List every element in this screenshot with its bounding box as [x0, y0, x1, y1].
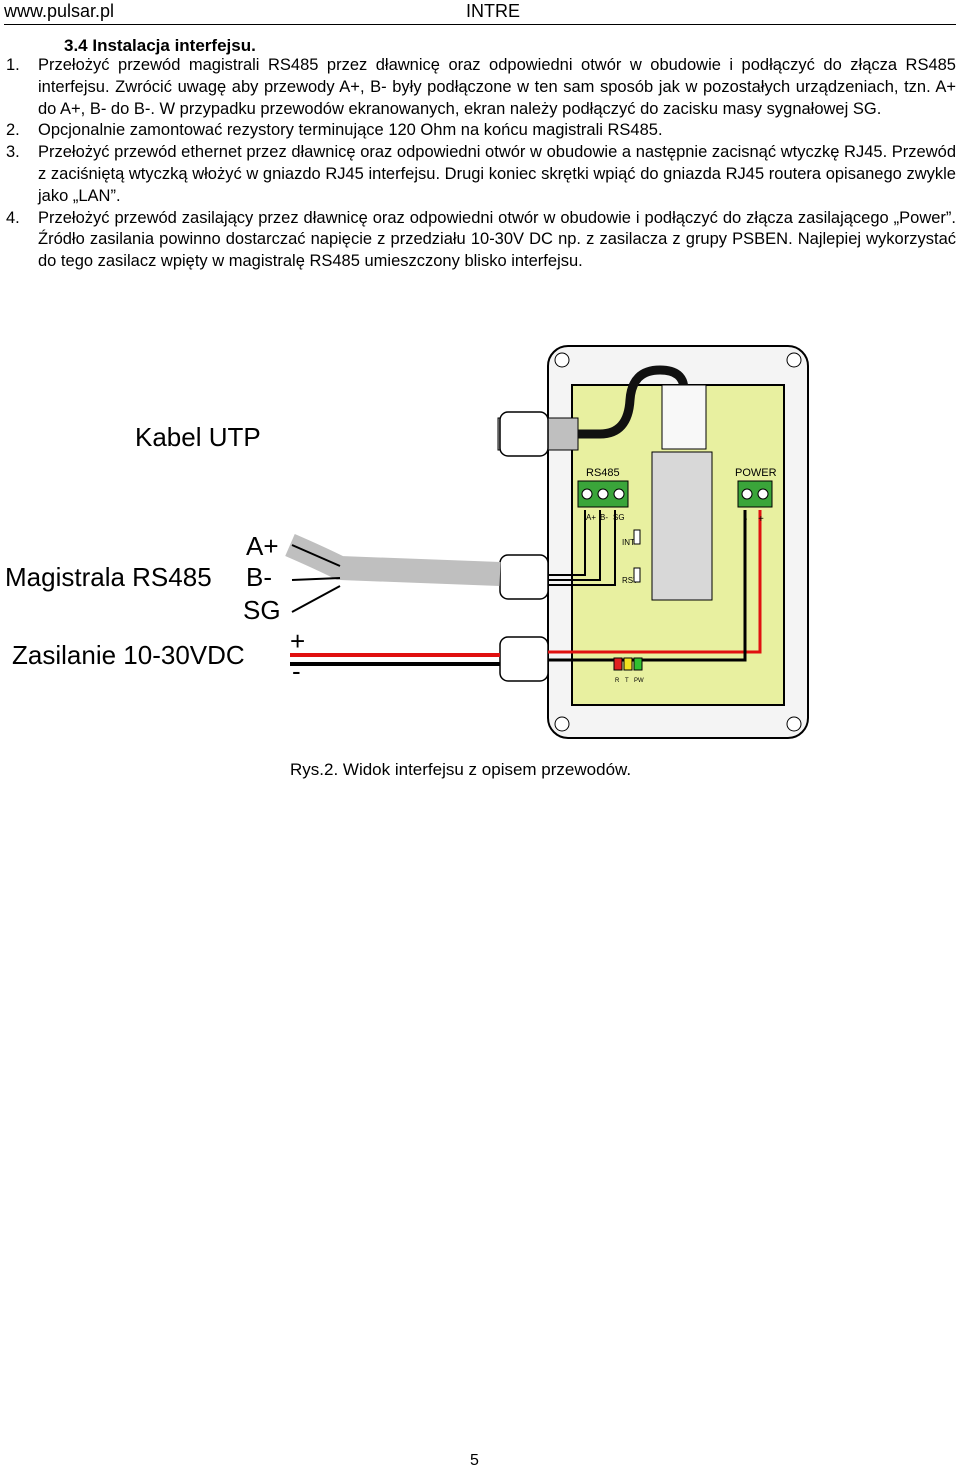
label-sg: SG [243, 595, 281, 625]
int-label: INT [622, 538, 635, 547]
step-number: 3. [6, 143, 20, 162]
rj45-socket [651, 451, 713, 601]
power-connector-label: POWER [735, 467, 777, 479]
figure-caption: Rys.2. Widok interfejsu z opisem przewod… [290, 760, 632, 779]
enclosure-screw [554, 716, 570, 732]
step-text: Przełożyć przewód ethernet przez dławnic… [38, 143, 956, 205]
installation-steps: 1. Przełożyć przewód magistrali RS485 pr… [6, 55, 956, 273]
label-plus: + [290, 626, 305, 656]
led-pw-label: PW [634, 678, 644, 684]
power-wire-plus-inside [548, 510, 762, 654]
power-minus-label: - [744, 514, 747, 525]
wire-a-plus [291, 544, 341, 567]
label-a-plus: A+ [246, 531, 279, 561]
utp-cable-bend [578, 365, 689, 439]
led-green [633, 657, 643, 671]
rs485-cable [285, 533, 501, 586]
enclosure-screw [786, 716, 802, 732]
power-plus-label: + [758, 514, 764, 525]
led-yellow [623, 657, 633, 671]
led-t-label: T [625, 678, 629, 684]
terminal-screw [613, 488, 625, 500]
label-magistrala: Magistrala RS485 [5, 562, 212, 592]
wiring-diagram: Kabel UTP A+ Magistrala RS485 B- SG Zasi… [5, 345, 809, 739]
list-item: 3. Przełożyć przewód ethernet przez dław… [6, 142, 956, 207]
step-number: 4. [6, 208, 20, 227]
rs485-connector-label: RS485 [586, 467, 620, 479]
pin-a-label: A+ [586, 513, 596, 522]
terminal-screw [757, 488, 769, 500]
step-text: Przełożyć przewód magistrali RS485 przez… [38, 56, 956, 118]
header-divider [4, 24, 956, 25]
pin-b-label: B- [600, 513, 608, 522]
site-url[interactable]: www.pulsar.pl [4, 1, 115, 21]
wire-sg [291, 585, 341, 613]
led-red [613, 657, 623, 671]
page-number: 5 [470, 1452, 479, 1469]
step-text: Przełożyć przewód zasilający przez dławn… [38, 208, 956, 271]
doc-code: INTRE [466, 1, 520, 21]
wire-b-minus [291, 577, 341, 581]
terminal-screw [741, 488, 753, 500]
step-text: Opcjonalnie zamontować rezystory terminu… [38, 121, 663, 140]
rst-label: RST [622, 576, 638, 585]
cable-gland [499, 411, 549, 457]
enclosure-screw [554, 352, 570, 368]
list-item: 2. Opcjonalnie zamontować rezystory term… [6, 120, 956, 142]
enclosure-screw [786, 352, 802, 368]
int-jumper [633, 529, 641, 545]
pin-sg-label: SG [613, 513, 625, 522]
label-minus: - [292, 656, 301, 686]
step-number: 1. [6, 56, 20, 74]
list-item: 4. Przełożyć przewód zasilający przez dł… [6, 208, 956, 273]
rj45-plug [661, 384, 707, 450]
terminal-screw [581, 488, 593, 500]
cable-gland [499, 636, 549, 682]
rst-jumper [633, 567, 641, 583]
label-b-minus: B- [246, 562, 272, 592]
step-number: 2. [6, 121, 20, 140]
led-r-label: R [615, 678, 620, 684]
label-zasilanie: Zasilanie 10-30VDC [12, 640, 245, 670]
section-title: 3.4 Instalacja interfejsu. [64, 36, 256, 55]
label-kabel-utp: Kabel UTP [135, 422, 261, 452]
cable-gland [499, 554, 549, 600]
rs485-wires-inside [548, 510, 616, 586]
list-item: 1. Przełożyć przewód magistrali RS485 pr… [6, 55, 956, 120]
terminal-screw [597, 488, 609, 500]
